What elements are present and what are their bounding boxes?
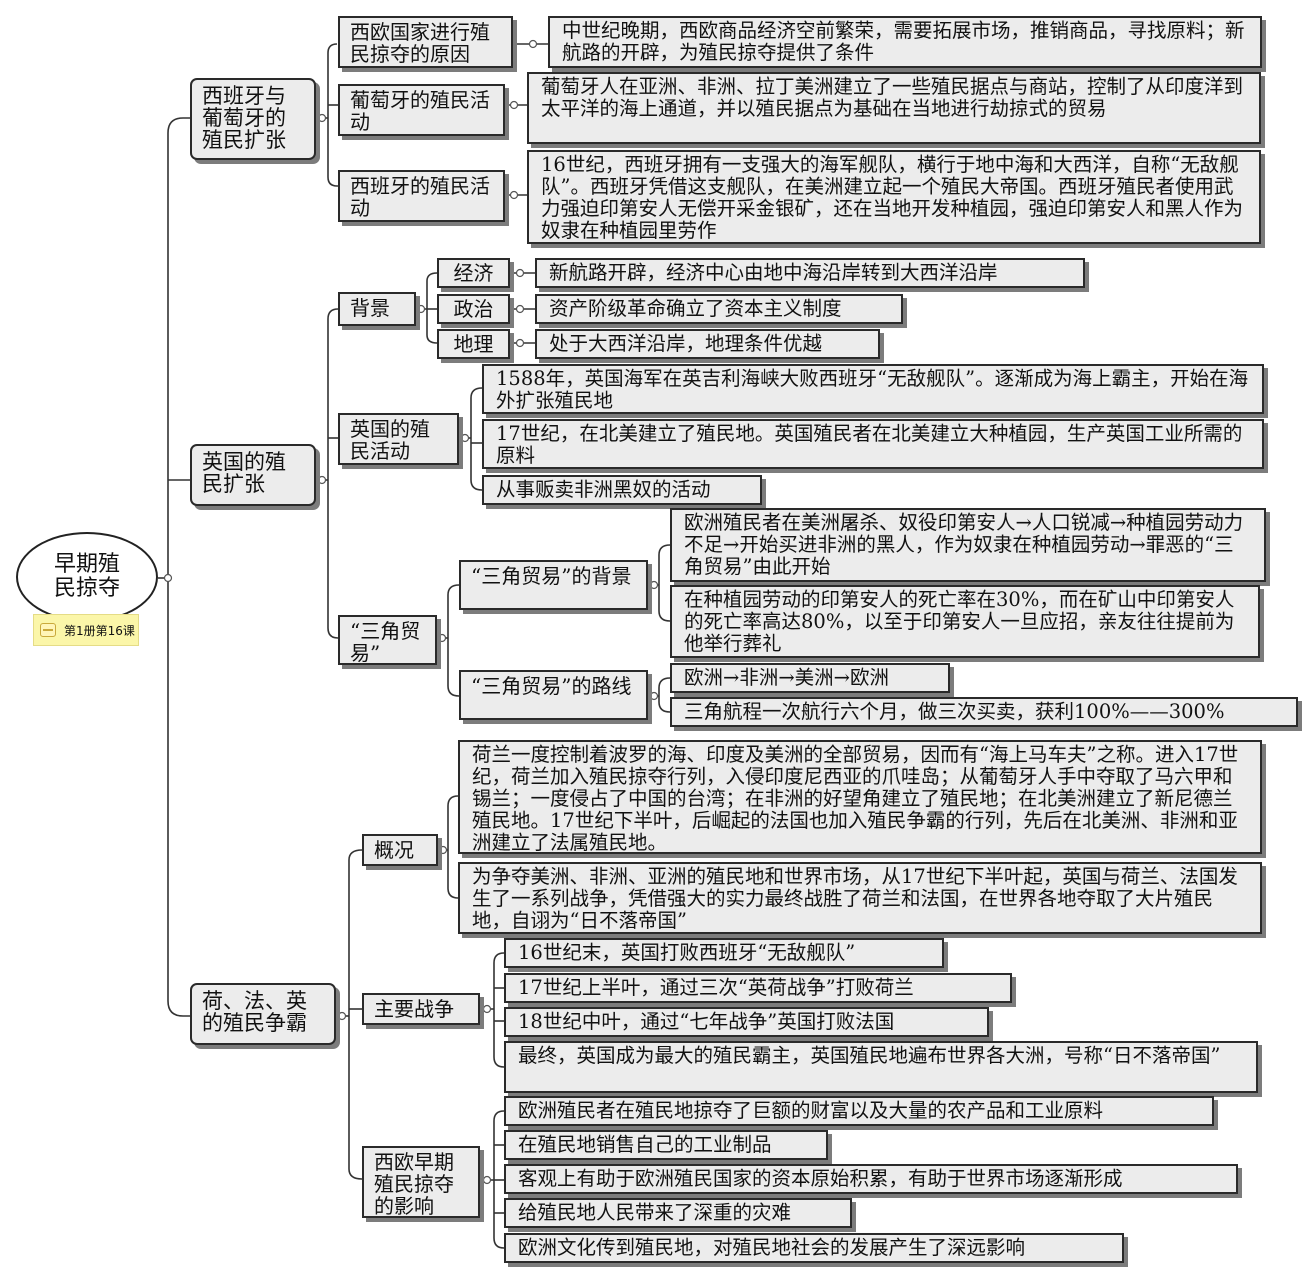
topic-major-wars-label: 主要战争: [374, 997, 454, 1021]
text-war-2[interactable]: 17世纪上半叶，通过三次“英荷战争”打败荷兰: [504, 973, 1012, 1003]
text-triangle-background-1-body: 欧洲殖民者在美洲屠杀、奴役印第安人→人口锐减→种植园劳动力不足→开始买进非洲的黑…: [684, 511, 1244, 578]
topic-colonial-rivalry-label: 荷、法、英的殖民争霸: [202, 989, 307, 1035]
text-spain-activity[interactable]: 16世纪，西班牙拥有一支强大的海军舰队，横行于地中海和大西洋，自称“无敌舰队”。…: [527, 150, 1261, 244]
topic-overview[interactable]: 概况: [362, 834, 438, 866]
topic-background[interactable]: 背景: [338, 292, 416, 326]
text-war-4[interactable]: 最终，英国成为最大的殖民霸主，英国殖民地遍布世界各大洲，号称“日不落帝国”: [504, 1041, 1258, 1093]
text-impact-5-body: 欧洲文化传到殖民地，对殖民地社会的发展产生了深远影响: [518, 1236, 1026, 1259]
topic-britain-expansion[interactable]: 英国的殖民扩张: [190, 444, 316, 506]
topic-triangle-route[interactable]: “三角贸易”的路线: [459, 670, 648, 720]
text-war-1[interactable]: 16世纪末，英国打败西班牙“无敌舰队”: [504, 938, 944, 968]
text-impact-2-body: 在殖民地销售自己的工业制品: [518, 1133, 772, 1156]
topic-britain-expansion-label: 英国的殖民扩张: [202, 450, 286, 496]
topic-major-wars[interactable]: 主要战争: [362, 993, 480, 1025]
topic-impact[interactable]: 西欧早期殖民掠夺的影响: [362, 1146, 480, 1218]
text-economy[interactable]: 新航路开辟，经济中心由地中海沿岸转到大西洋沿岸: [535, 258, 1085, 288]
topic-economy-label: 经济: [453, 261, 494, 285]
topic-geography[interactable]: 地理: [437, 329, 510, 359]
text-britain-activity-2-body: 17世纪，在北美建立了殖民地。英国殖民者在北美建立大种植园，生产英国工业所需的原…: [496, 422, 1243, 467]
topic-triangle-route-label: “三角贸易”的路线: [471, 674, 632, 698]
text-colonial-causes-body: 中世纪晚期，西欧商品经济空前繁荣，需要拓展市场，推销商品，寻找原料；新航路的开辟…: [562, 19, 1245, 64]
topic-spain-portugal[interactable]: 西班牙与葡萄牙的殖民扩张: [190, 78, 316, 160]
text-triangle-route-2-body: 三角航程一次航行六个月，做三次买卖，获利100%——300%: [684, 700, 1225, 723]
text-triangle-route-1-body: 欧洲→非洲→美洲→欧洲: [684, 666, 890, 689]
note-icon: [40, 623, 56, 637]
topic-spain-portugal-label: 西班牙与葡萄牙的殖民扩张: [202, 84, 286, 152]
text-war-1-body: 16世纪末，英国打败西班牙“无敌舰队”: [518, 941, 856, 964]
topic-background-label: 背景: [350, 296, 390, 320]
topic-colonial-causes-label: 西欧国家进行殖民掠夺的原因: [350, 20, 490, 66]
topic-colonial-rivalry[interactable]: 荷、法、英的殖民争霸: [190, 983, 336, 1045]
topic-britain-activity[interactable]: 英国的殖民活动: [338, 413, 459, 465]
text-britain-activity-3[interactable]: 从事贩卖非洲黑奴的活动: [482, 475, 762, 505]
text-war-3[interactable]: 18世纪中叶，通过“七年战争”英国打败法国: [504, 1007, 989, 1037]
topic-triangle-trade-label: “三角贸易”: [350, 619, 421, 665]
lesson-tag[interactable]: 第1册第16课: [33, 614, 139, 646]
text-britain-activity-1[interactable]: 1588年，英国海军在英吉利海峡大败西班牙“无敌舰队”。逐渐成为海上霸主，开始在…: [482, 364, 1264, 414]
text-triangle-route-2[interactable]: 三角航程一次航行六个月，做三次买卖，获利100%——300%: [670, 697, 1298, 727]
text-impact-5[interactable]: 欧洲文化传到殖民地，对殖民地社会的发展产生了深远影响: [504, 1233, 1124, 1263]
topic-politics-label: 政治: [453, 297, 494, 321]
text-impact-3-body: 客观上有助于欧洲殖民国家的资本原始积累，有助于世界市场逐渐形成: [518, 1167, 1123, 1190]
topic-triangle-trade[interactable]: “三角贸易”: [338, 615, 437, 665]
text-war-4-body: 最终，英国成为最大的殖民霸主，英国殖民地遍布世界各大洲，号称“日不落帝国”: [518, 1044, 1221, 1067]
text-overview-1-body: 荷兰一度控制着波罗的海、印度及美洲的全部贸易，因而有“海上马车夫”之称。进入17…: [472, 743, 1239, 854]
root-topic[interactable]: 早期殖民掠夺: [16, 532, 158, 622]
text-politics-body: 资产阶级革命确立了资本主义制度: [549, 297, 842, 320]
topic-politics[interactable]: 政治: [437, 294, 510, 324]
text-war-3-body: 18世纪中叶，通过“七年战争”英国打败法国: [518, 1010, 895, 1033]
text-impact-1[interactable]: 欧洲殖民者在殖民地掠夺了巨额的财富以及大量的农产品和工业原料: [504, 1096, 1214, 1126]
text-triangle-background-1[interactable]: 欧洲殖民者在美洲屠杀、奴役印第安人→人口锐减→种植园劳动力不足→开始买进非洲的黑…: [670, 508, 1266, 582]
text-impact-4-body: 给殖民地人民带来了深重的灾难: [518, 1201, 792, 1224]
topic-colonial-causes[interactable]: 西欧国家进行殖民掠夺的原因: [338, 16, 513, 68]
topic-portugal-activity-label: 葡萄牙的殖民活动: [350, 88, 490, 134]
topic-spain-activity-label: 西班牙的殖民活动: [350, 174, 490, 220]
text-impact-4[interactable]: 给殖民地人民带来了深重的灾难: [504, 1198, 852, 1228]
text-impact-3[interactable]: 客观上有助于欧洲殖民国家的资本原始积累，有助于世界市场逐渐形成: [504, 1164, 1238, 1194]
text-geography-body: 处于大西洋沿岸，地理条件优越: [549, 332, 823, 355]
text-britain-activity-1-body: 1588年，英国海军在英吉利海峡大败西班牙“无敌舰队”。逐渐成为海上霸主，开始在…: [496, 367, 1249, 412]
text-portugal-activity-body: 葡萄牙人在亚洲、非洲、拉丁美洲建立了一些殖民据点与商站，控制了从印度洋到太平洋的…: [541, 75, 1244, 120]
topic-britain-activity-label: 英国的殖民活动: [350, 417, 430, 463]
topic-portugal-activity[interactable]: 葡萄牙的殖民活动: [338, 84, 505, 136]
text-impact-1-body: 欧洲殖民者在殖民地掠夺了巨额的财富以及大量的农产品和工业原料: [518, 1099, 1104, 1122]
topic-impact-label: 西欧早期殖民掠夺的影响: [374, 1150, 454, 1218]
text-triangle-background-2[interactable]: 在种植园劳动的印第安人的死亡率在30%，而在矿山中印第安人的死亡率高达80%，以…: [670, 585, 1260, 658]
topic-triangle-background[interactable]: “三角贸易”的背景: [459, 560, 648, 610]
topic-overview-label: 概况: [374, 838, 414, 862]
text-economy-body: 新航路开辟，经济中心由地中海沿岸转到大西洋沿岸: [549, 261, 998, 284]
lesson-tag-label: 第1册第16课: [64, 623, 135, 638]
text-impact-2[interactable]: 在殖民地销售自己的工业制品: [504, 1130, 828, 1160]
text-britain-activity-2[interactable]: 17世纪，在北美建立了殖民地。英国殖民者在北美建立大种植园，生产英国工业所需的原…: [482, 419, 1264, 469]
text-triangle-background-2-body: 在种植园劳动的印第安人的死亡率在30%，而在矿山中印第安人的死亡率高达80%，以…: [684, 588, 1235, 655]
text-war-2-body: 17世纪上半叶，通过三次“英荷战争”打败荷兰: [518, 976, 914, 999]
topic-spain-activity[interactable]: 西班牙的殖民活动: [338, 170, 505, 222]
text-overview-1[interactable]: 荷兰一度控制着波罗的海、印度及美洲的全部贸易，因而有“海上马车夫”之称。进入17…: [458, 740, 1262, 854]
topic-geography-label: 地理: [453, 332, 494, 356]
root-topic-label: 早期殖民掠夺: [53, 552, 120, 601]
text-overview-2[interactable]: 为争夺美洲、非洲、亚洲的殖民地和世界市场，从17世纪下半叶起，英国与荷兰、法国发…: [458, 862, 1262, 934]
topic-economy[interactable]: 经济: [437, 258, 510, 288]
topic-triangle-background-label: “三角贸易”的背景: [471, 564, 632, 588]
text-overview-2-body: 为争夺美洲、非洲、亚洲的殖民地和世界市场，从17世纪下半叶起，英国与荷兰、法国发…: [472, 865, 1238, 932]
text-colonial-causes[interactable]: 中世纪晚期，西欧商品经济空前繁荣，需要拓展市场，推销商品，寻找原料；新航路的开辟…: [548, 16, 1262, 68]
text-politics[interactable]: 资产阶级革命确立了资本主义制度: [535, 294, 903, 324]
text-geography[interactable]: 处于大西洋沿岸，地理条件优越: [535, 329, 880, 359]
text-triangle-route-1[interactable]: 欧洲→非洲→美洲→欧洲: [670, 663, 950, 693]
text-britain-activity-3-body: 从事贩卖非洲黑奴的活动: [496, 478, 711, 501]
text-portugal-activity[interactable]: 葡萄牙人在亚洲、非洲、拉丁美洲建立了一些殖民据点与商站，控制了从印度洋到太平洋的…: [527, 72, 1261, 144]
text-spain-activity-body: 16世纪，西班牙拥有一支强大的海军舰队，横行于地中海和大西洋，自称“无敌舰队”。…: [541, 153, 1244, 242]
